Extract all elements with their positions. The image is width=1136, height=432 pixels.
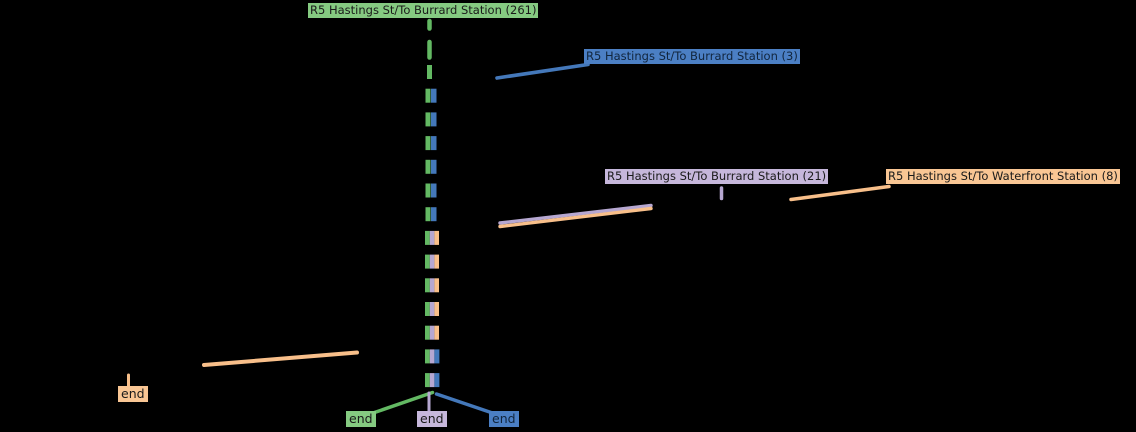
corridor-dash	[427, 65, 432, 79]
corridor-dash	[429, 302, 435, 316]
route-label-burrard-3: R5 Hastings St/To Burrard Station (3)	[584, 49, 800, 64]
corridor-dash	[429, 230, 435, 245]
corridor-dash	[425, 112, 431, 127]
corridor-dash	[425, 302, 430, 316]
route-label-waterfront-8: R5 Hastings St/To Waterfront Station (8)	[886, 169, 1120, 184]
corridor-dash	[431, 207, 437, 222]
corridor-dash	[431, 159, 437, 174]
corridor-dash	[431, 183, 437, 198]
end-label-blue: end	[489, 411, 519, 428]
corridor-dash	[425, 254, 430, 269]
end-label-orange: end	[118, 386, 148, 403]
corridor-dash	[434, 302, 439, 316]
end-label-green: end	[346, 411, 376, 428]
corridor-dash	[425, 183, 431, 198]
orange-leader-line	[789, 184, 891, 202]
corridor-dash	[425, 230, 430, 245]
corridor-dash	[429, 254, 435, 269]
route-label-burrard-261: R5 Hastings St/To Burrard Station (261)	[308, 3, 539, 18]
corridor-dash	[434, 373, 440, 388]
corridor-dash	[425, 207, 431, 222]
orange-branch-line	[498, 206, 653, 229]
blue-end-split-line	[434, 392, 495, 415]
corridor-dash	[434, 278, 439, 293]
corridor-dash	[425, 325, 430, 340]
orange-west-segment	[202, 350, 359, 367]
corridor-dash	[425, 278, 430, 293]
corridor-dash	[425, 136, 431, 151]
corridor-dash	[429, 278, 435, 293]
corridor-dash	[434, 349, 440, 364]
corridor-dash	[434, 230, 439, 245]
corridor-dash	[429, 349, 435, 364]
corridor-dash	[425, 349, 430, 364]
corridor-dash	[431, 88, 437, 103]
corridor-dash	[431, 136, 437, 151]
purple-branch-line	[498, 203, 653, 225]
corridor-dash	[429, 373, 435, 388]
corridor-dash	[425, 373, 430, 388]
corridor-dash	[431, 112, 437, 127]
corridor-dash	[425, 159, 431, 174]
end-label-purple: end	[417, 411, 447, 428]
corridor-dash	[434, 254, 439, 269]
blue-leader-line	[495, 62, 590, 80]
corridor-dash	[425, 88, 431, 103]
corridor-dash	[434, 325, 439, 340]
corridor-dash	[429, 325, 435, 340]
green-end-split-line	[372, 390, 435, 415]
route-label-burrard-21: R5 Hastings St/To Burrard Station (21)	[605, 169, 829, 184]
